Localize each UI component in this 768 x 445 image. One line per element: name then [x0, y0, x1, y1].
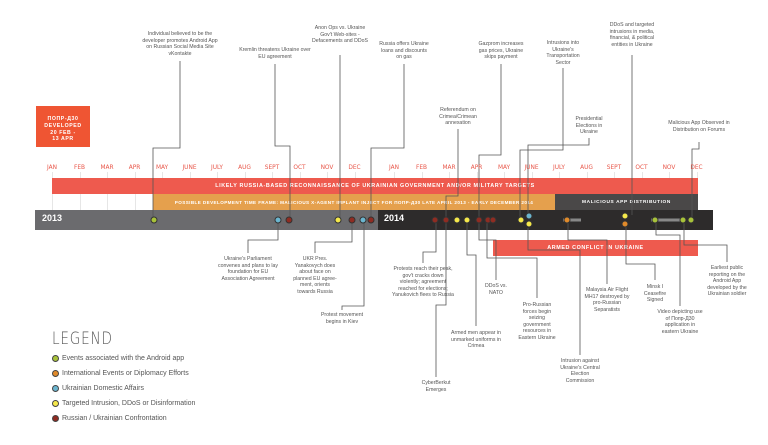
year-2014-label: 2014 [384, 213, 405, 223]
range-segment [651, 218, 686, 222]
month-label: JAN [389, 163, 399, 171]
event-label: Russia offers Ukraine loans and discount… [379, 41, 429, 61]
month-label: SEPT [264, 163, 280, 171]
event-label: Video depicting use of Попр-Д30 applicat… [657, 309, 703, 335]
event-dot-intrusion [334, 216, 342, 224]
month-label: JULY [553, 163, 565, 171]
event-label: DDoS vs. NATO [485, 283, 507, 296]
month-label: SEPT [606, 163, 622, 171]
month-label: DEC [690, 163, 703, 171]
event-dot-international [563, 216, 571, 224]
year-2013-label: 2013 [42, 213, 63, 223]
event-label: Individual believed to be the developer … [142, 31, 218, 57]
event-label: CyberBerkut Emerges [421, 380, 451, 393]
event-label: Presidential Elections in Ukraine [575, 116, 603, 136]
event-label: Gazprom increases gas prices, Ukraine sk… [478, 41, 524, 61]
legend-dot-icon [52, 370, 59, 377]
event-label: Intrusion against Ukraine's Central Elec… [560, 358, 600, 384]
event-dot-confrontation [489, 216, 497, 224]
month-label: MAY [497, 163, 511, 171]
legend-dot-icon [52, 385, 59, 392]
event-dot-intrusion [525, 220, 533, 228]
legend-label: Events associated with the Android app [62, 355, 185, 362]
distribution-bar: MALICIOUS APP DISTRIBUTION [555, 194, 698, 210]
month-label: APR [128, 163, 141, 171]
month-label: MAR [442, 163, 456, 171]
event-label: Ukraine's Parliament convenes and plans … [218, 256, 278, 282]
event-dot-confrontation [367, 216, 375, 224]
event-label: Malaysia Air Flight MH17 destroyed by pr… [584, 287, 630, 313]
legend-item: Ukrainian Domestic Affairs [52, 385, 144, 392]
month-label: AUG [580, 163, 593, 171]
app-developed-badge: ПОПР-Д30 DEVELOPED 20 FEB - 13 APR [36, 106, 90, 147]
event-label: Anon Ops vs. Ukraine Gov't Web-sites - D… [312, 25, 368, 45]
event-label: Kremlin threatens Ukraine over EU agreem… [239, 47, 311, 60]
badge-line: 20 FEB - [50, 129, 76, 136]
event-dot-confrontation [348, 216, 356, 224]
event-dot-domestic [525, 212, 533, 220]
legend-item: Events associated with the Android app [52, 355, 184, 362]
legend-item: Targeted Intrusion, DDoS or Disinformati… [52, 400, 195, 407]
month-label: JAN [47, 163, 57, 171]
event-label: Intrusions into Ukraine's Transportation… [546, 40, 580, 66]
event-dot-confrontation [285, 216, 292, 224]
month-label: MAR [100, 163, 114, 171]
event-label: Referendum on Crimea/Crimean annexation [439, 107, 477, 127]
event-dot-android [687, 216, 695, 224]
legend-title: LEGEND [52, 329, 113, 349]
legend-dot-icon [52, 415, 59, 422]
month-label: DEC [348, 163, 361, 171]
timeline-2013 [35, 210, 378, 230]
month-label: MAY [155, 163, 169, 171]
month-label: FEB [73, 163, 86, 171]
month-label: APR [470, 163, 483, 171]
legend-label: Ukrainian Domestic Affairs [62, 385, 144, 392]
month-label: FEB [415, 163, 428, 171]
month-label: AUG [238, 163, 251, 171]
legend-item: International Events or Diplomacy Effort… [52, 370, 189, 377]
event-label: Malicious App Observed in Distribution o… [668, 120, 730, 133]
event-dot-android [679, 216, 687, 224]
legend-dot-icon [52, 355, 59, 362]
month-label: NOV [662, 163, 676, 171]
event-dot-android [150, 216, 158, 224]
event-label: Armed men appear in unmarked uniforms in… [451, 330, 501, 350]
month-label: NOV [320, 163, 334, 171]
badge-line: ПОПР-Д30 [47, 116, 79, 122]
badge-line: 13 APR [52, 136, 74, 143]
month-label: JUNE [524, 163, 539, 171]
legend-dot-icon [52, 400, 59, 407]
month-label: OCT [635, 163, 648, 171]
legend-label: Russian / Ukrainian Confrontation [62, 415, 167, 422]
event-dot-international [621, 220, 629, 228]
month-label: JUNE [182, 163, 197, 171]
event-label: Pro-Russian forces begin seizing governm… [518, 302, 556, 341]
armed-conflict-bar: ARMED CONFLICT IN UKRAINE [493, 240, 698, 256]
legend-item: Russian / Ukrainian Confrontation [52, 415, 167, 422]
event-label: DDoS and targeted intrusions in media, f… [609, 22, 655, 48]
event-dot-android [651, 216, 659, 224]
event-dot-intrusion [463, 216, 471, 224]
range-segment [563, 218, 581, 222]
event-dot-confrontation [442, 216, 450, 224]
legend-label: International Events or Diplomacy Effort… [62, 370, 189, 377]
event-label: Protests reach their peak, gov't cracks … [392, 266, 454, 299]
event-label: Minsk I Ceasefire Signed [643, 284, 667, 304]
event-dot-intrusion [621, 212, 629, 220]
event-dot-intrusion [453, 216, 461, 224]
event-dot-domestic [274, 216, 281, 224]
event-label: Protest movement begins in Kiev [320, 312, 364, 325]
month-label: JULY [211, 163, 223, 171]
event-label: Earliest public reporting on the Android… [707, 265, 747, 298]
badge-line: DEVELOPED [44, 122, 82, 129]
event-dot-domestic [359, 216, 367, 224]
event-label: UKR Pres. Yanakovych does about face on … [293, 256, 337, 295]
month-label: OCT [293, 163, 306, 171]
development-bar: POSSIBLE DEVELOPMENT TIME FRAME: MALICIO… [153, 194, 555, 210]
event-dot-intrusion [517, 216, 524, 224]
recon-bar: LIKELY RUSSIA-BASED RECONNAISSANCE OF UK… [52, 178, 698, 194]
event-dot-confrontation [431, 216, 439, 224]
legend-label: Targeted Intrusion, DDoS or Disinformati… [62, 400, 196, 407]
event-dot-confrontation [475, 216, 483, 224]
